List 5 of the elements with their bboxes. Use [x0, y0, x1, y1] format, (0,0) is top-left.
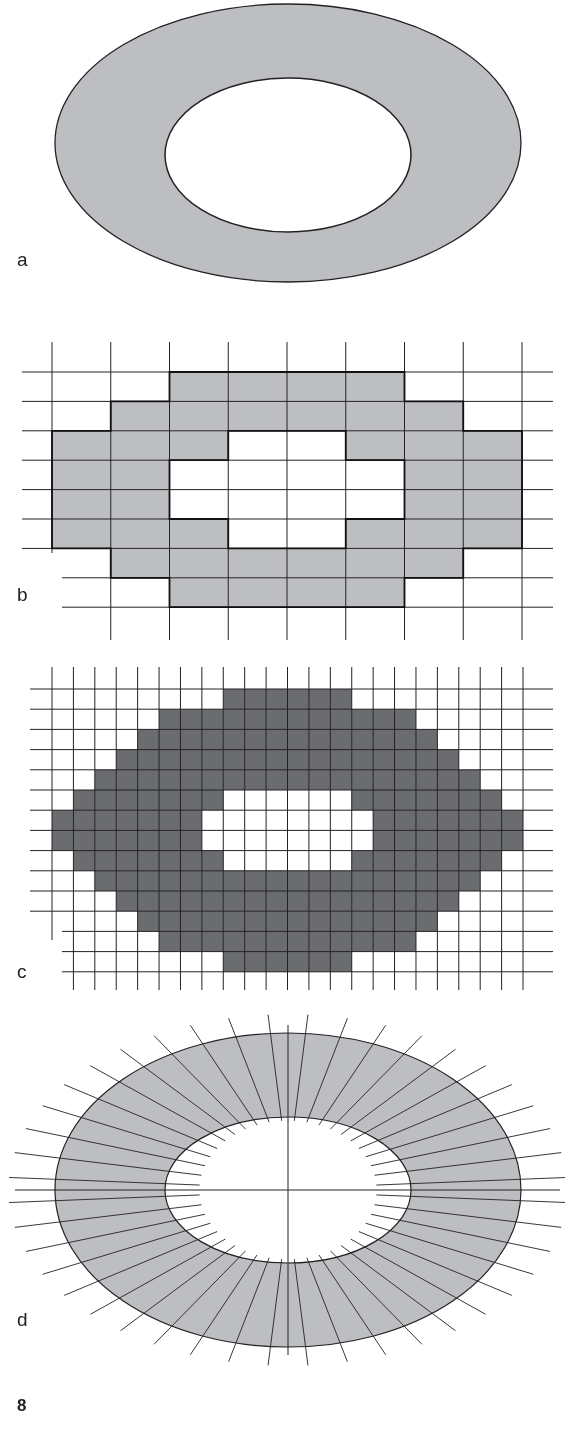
panel-label: c	[17, 962, 27, 981]
panel-label: d	[17, 1310, 28, 1329]
figure-number: 8	[17, 1397, 27, 1414]
panel-label: b	[17, 585, 28, 604]
panel-label: a	[17, 250, 28, 269]
